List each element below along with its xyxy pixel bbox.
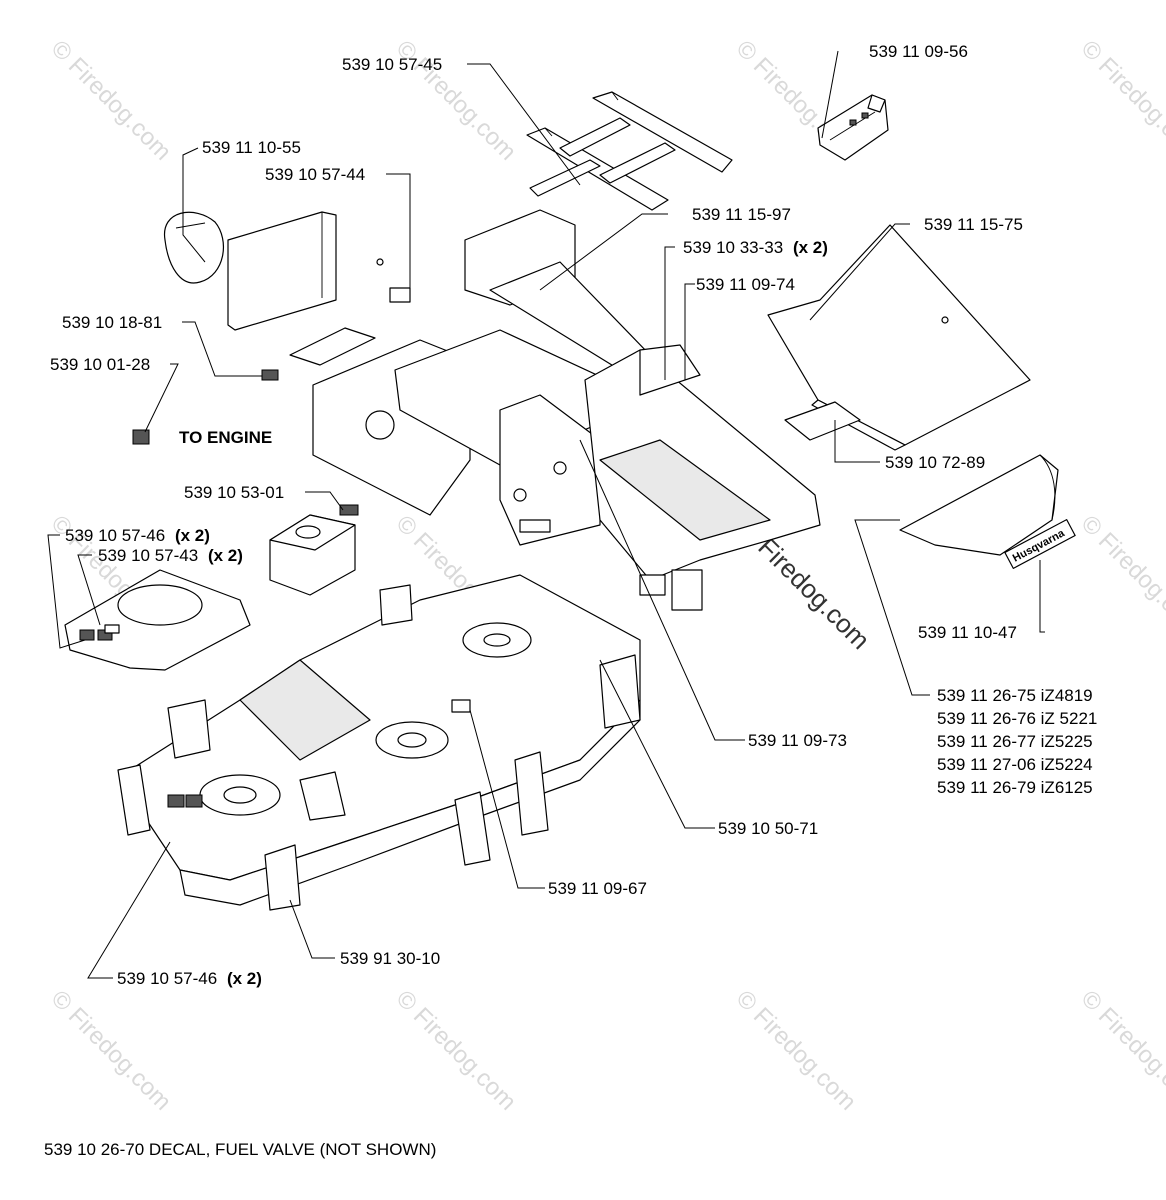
watermark: © Firedog.com: [731, 985, 862, 1116]
watermarks: © Firedog.com © Firedog.com © Firedog.co…: [46, 35, 1166, 1116]
part-label: 539 11 15-97: [692, 205, 791, 224]
quantity: (x 2): [175, 526, 210, 545]
part-label: 539 11 09-73: [748, 731, 847, 750]
decal-oval: [164, 211, 224, 284]
decal-panel: [899, 454, 1059, 556]
part-label: 539 10 18-81: [62, 313, 162, 332]
part-label: 539 11 09-67: [548, 879, 647, 898]
part-label: 539 10 50-71: [718, 819, 818, 838]
decal-small: [261, 369, 279, 381]
watermark: © Firedog.com: [1076, 985, 1166, 1116]
part-number: 539 10 33-33: [683, 238, 783, 257]
quantity: (x 2): [227, 969, 262, 988]
part-label: 539 10 57-46 (x 2): [65, 526, 210, 545]
watermark: © Firedog.com: [1076, 35, 1166, 166]
part-label: 539 10 01-28: [50, 355, 150, 374]
part-label: 539 11 09-56: [869, 42, 968, 61]
part-label: 539 10 57-43 (x 2): [98, 546, 243, 565]
part-label: 539 11 26-79 iZ6125: [937, 778, 1093, 797]
part-label: 539 11 26-75 iZ4819: [937, 686, 1093, 705]
fuel-tank: [269, 504, 359, 596]
bracket-part: [817, 94, 889, 161]
to-engine-label: TO ENGINE: [179, 428, 272, 447]
to-engine-decal: [132, 429, 150, 445]
side-guard: [767, 224, 1031, 451]
part-number: 539 10 57-46: [117, 969, 217, 988]
part-label: 539 11 10-47: [918, 623, 1017, 642]
mower-deck: [117, 574, 641, 911]
quantity: (x 2): [208, 546, 243, 565]
part-label: 539 10 33-33 (x 2): [683, 238, 828, 257]
watermark: © Firedog.com: [391, 985, 522, 1116]
part-label: 539 10 57-45: [342, 55, 442, 74]
part-label: 539 91 30-10: [340, 949, 440, 968]
part-label: 539 11 26-77 iZ5225: [937, 732, 1093, 751]
part-label: 539 11 27-06 iZ5224: [937, 755, 1093, 774]
part-label: 539 10 57-44: [265, 165, 365, 184]
watermark: © Firedog.com: [46, 35, 177, 166]
quantity: (x 2): [793, 238, 828, 257]
left-plate: [64, 569, 251, 671]
part-label: 539 10 53-01: [184, 483, 284, 502]
seat-bracket-frame: [526, 91, 733, 211]
part-label: 539 10 57-46 (x 2): [117, 969, 262, 988]
watermark: © Firedog.com: [1076, 510, 1166, 641]
back-panel: [227, 211, 411, 331]
part-number: 539 10 57-46: [65, 526, 165, 545]
part-label: 539 11 26-76 iZ 5221: [937, 709, 1097, 728]
part-label: 539 11 15-75: [924, 215, 1023, 234]
part-label: 539 11 10-55: [202, 138, 301, 157]
part-number: 539 10 57-43: [98, 546, 198, 565]
part-label: 539 11 09-74: [696, 275, 795, 294]
leader-lines: [47, 50, 1045, 979]
watermark: © Firedog.com: [46, 985, 177, 1116]
main-chassis-frame: [261, 209, 821, 611]
part-labels: 539 11 09-56 539 10 57-45 539 11 10-55 5…: [50, 42, 1097, 988]
footer-note: 539 10 26-70 DECAL, FUEL VALVE (NOT SHOW…: [44, 1140, 437, 1159]
part-label: 539 10 72-89: [885, 453, 985, 472]
